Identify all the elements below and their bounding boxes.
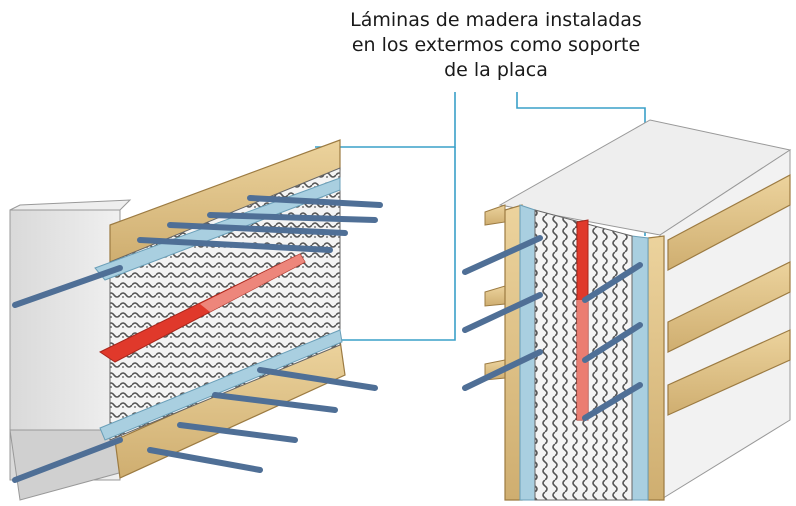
leader-line-bottom: [340, 147, 456, 341]
left-rebar: [207, 212, 378, 223]
right-rebar: [462, 235, 543, 275]
right-wood-plank: [667, 329, 791, 416]
left-rebar: [257, 367, 378, 391]
right-rebar: [582, 322, 643, 363]
caption-line-1: Láminas de madera instaladas: [350, 9, 642, 31]
right-rebar: [462, 349, 543, 391]
left-rebar: [247, 195, 383, 208]
left-rebar: [137, 237, 333, 253]
caption-label: Láminas de madera instaladas en los exte…: [300, 8, 692, 83]
right-vertical-post-right: [647, 235, 665, 501]
caption-line-3: de la placa: [444, 59, 548, 81]
right-rebar: [582, 262, 643, 303]
left-rebar: [167, 222, 348, 236]
caption-line-2: en los extermos como soporte: [351, 34, 641, 56]
left-rebar: [212, 392, 338, 413]
right-wall-assembly: [462, 119, 792, 501]
left-rebar: [147, 447, 263, 473]
right-rebar: [582, 382, 643, 421]
left-slab-assembly: [9, 139, 383, 501]
right-rebars: [462, 235, 643, 421]
right-rebar: [462, 292, 543, 333]
leader-line-top: [315, 92, 456, 148]
left-bottom-flange: [99, 329, 343, 441]
left-rebar: [12, 265, 123, 308]
right-wood-plank: [667, 261, 791, 353]
right-wood-plank: [667, 174, 791, 271]
left-rebar: [12, 437, 123, 483]
left-rebar: [177, 422, 298, 443]
left-rebars: [12, 195, 383, 483]
